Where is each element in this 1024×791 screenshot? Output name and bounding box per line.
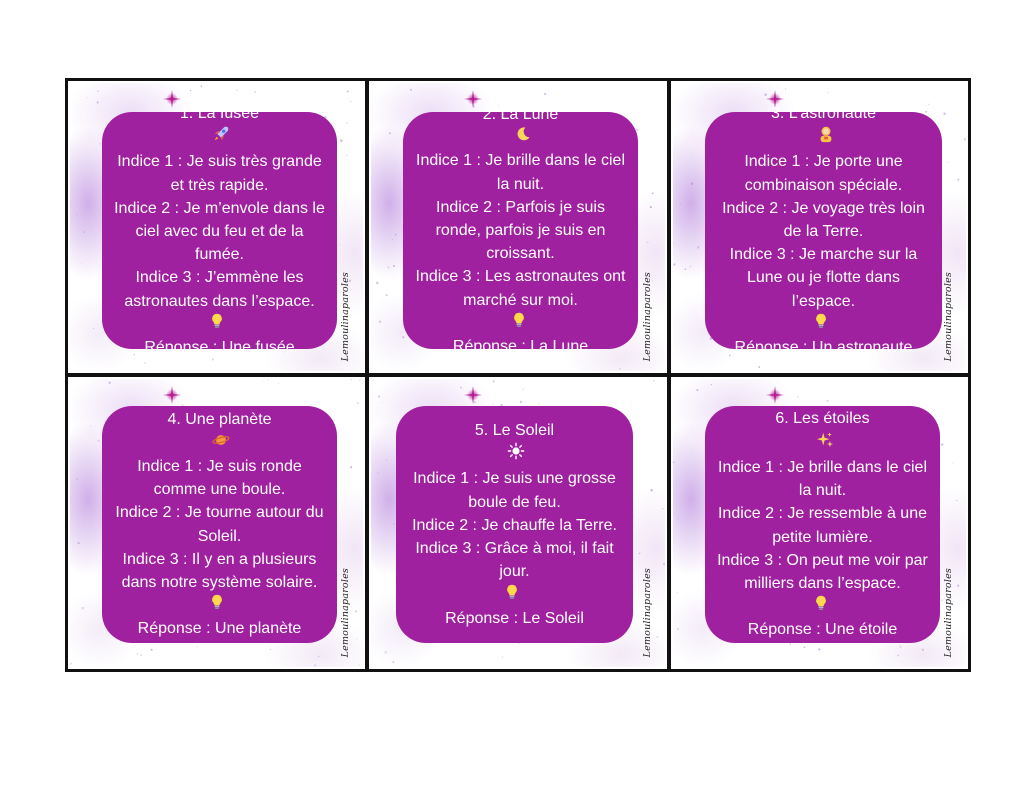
clue-line: Indice 1 : Je porte une	[744, 153, 903, 171]
riddle-title: 1. La fusée	[180, 102, 259, 150]
clue-line: fumée.	[195, 246, 244, 264]
rocket-icon	[184, 125, 259, 150]
riddle-answer: Réponse : Un astronaute	[735, 313, 912, 359]
clue-line: petite lumière.	[772, 528, 873, 546]
clue-line: ciel avec du feu et de la	[135, 222, 304, 240]
riddle-title: 6. Les étoiles	[775, 407, 870, 456]
author-signature: Lemoulinaparoles	[340, 567, 351, 657]
clue-line: Indice 2 : Je ressemble à une	[717, 505, 927, 523]
clue-line: Indice 3 : Les astronautes ont	[415, 268, 626, 286]
author-signature: Lemoulinaparoles	[642, 567, 653, 657]
author-signature: Lemoulinaparoles	[943, 567, 954, 657]
clue-line: dans notre système solaire.	[121, 573, 318, 591]
riddle-answer: Réponse : Une planète	[138, 594, 301, 640]
riddle-answer: Réponse : Le Soleil	[445, 584, 584, 630]
clue-line: astronautes dans l’espace.	[124, 292, 315, 310]
clue-line: Indice 1 : Je brille dans le ciel	[718, 458, 927, 476]
riddle-title: 4. Une planète	[167, 408, 272, 455]
author-signature: Lemoulinaparoles	[642, 271, 653, 361]
clue-line: Indice 1 : Je brille dans le ciel	[416, 152, 625, 170]
lightbulb-icon	[735, 313, 909, 336]
lightbulb-icon	[453, 312, 584, 335]
star-decoration-icon	[765, 89, 785, 109]
lightbulb-icon	[144, 313, 290, 336]
clue-line: Soleil.	[197, 527, 242, 545]
clue-line: Indice 3 : J’emmène les	[135, 269, 304, 287]
author-signature: Lemoulinaparoles	[943, 271, 954, 361]
ringed-planet-icon	[171, 432, 271, 455]
author-signature: Lemoulinaparoles	[340, 271, 351, 361]
lightbulb-icon	[138, 594, 298, 617]
clue-line: Indice 2 : Je tourne autour du	[115, 504, 324, 522]
clue-line: combinaison spéciale.	[744, 176, 903, 194]
clue-line: Indice 1 : Je suis très grande	[117, 153, 322, 171]
clue-line: la nuit.	[798, 482, 847, 500]
clue-line: Indice 3 : On peut me voir par	[717, 551, 928, 569]
clue-line: Indice 1 : Je suis une grosse	[413, 470, 616, 488]
clue-line: croissant.	[486, 245, 555, 263]
clue-line: ronde, parfois je suis en	[435, 221, 606, 239]
sparkles-icon	[779, 431, 869, 456]
clue-line: comme une boule.	[153, 481, 286, 499]
riddle-title: 2. La Lune	[483, 103, 559, 149]
clue-line: l’espace.	[791, 292, 856, 310]
clue-line: Indice 2 : Je chauffe la Terre.	[412, 516, 617, 534]
clue-line: Indice 2 : Je voyage très loin	[722, 199, 925, 217]
star-decoration-icon	[463, 89, 483, 109]
riddle-answer: Réponse : Une fusée	[144, 313, 295, 359]
riddle-answer: Réponse : La Lune	[453, 312, 588, 358]
clue-line: Lune ou je flotte dans	[746, 269, 900, 287]
clue-line: Indice 3 : Grâce à moi, il fait	[415, 540, 614, 558]
riddle-title: 5. Le Soleil	[475, 419, 554, 467]
clue-line: et très rapide.	[170, 176, 269, 194]
crescent-moon-icon	[487, 126, 559, 149]
lightbulb-icon	[748, 595, 893, 618]
clue-line: marché sur moi.	[463, 291, 578, 309]
clue-line: la nuit.	[496, 175, 545, 193]
star-decoration-icon	[162, 89, 182, 109]
riddle-answer: Réponse : Une étoile	[748, 595, 897, 641]
clue-line: Indice 1 : Je suis ronde	[137, 457, 302, 475]
clue-line: Indice 2 : Je m’envole dans le	[114, 199, 325, 217]
astronaut-icon	[775, 125, 876, 150]
star-decoration-icon	[765, 385, 785, 405]
clue-line: Indice 3 : Il y en a plusieurs	[122, 550, 317, 568]
riddle-title: 3. L’astronaute	[771, 102, 876, 150]
sun-icon	[479, 442, 554, 467]
star-decoration-icon	[162, 385, 182, 405]
clue-line: jour.	[499, 563, 530, 581]
star-decoration-icon	[463, 385, 483, 405]
lightbulb-icon	[445, 584, 580, 607]
clue-line: milliers dans l’espace.	[744, 574, 901, 592]
clue-line: Indice 2 : Parfois je suis	[436, 198, 605, 216]
clue-line: Indice 3 : Je marche sur la	[729, 246, 918, 264]
clue-line: boule de feu.	[468, 493, 561, 511]
clue-line: de la Terre.	[783, 222, 864, 240]
